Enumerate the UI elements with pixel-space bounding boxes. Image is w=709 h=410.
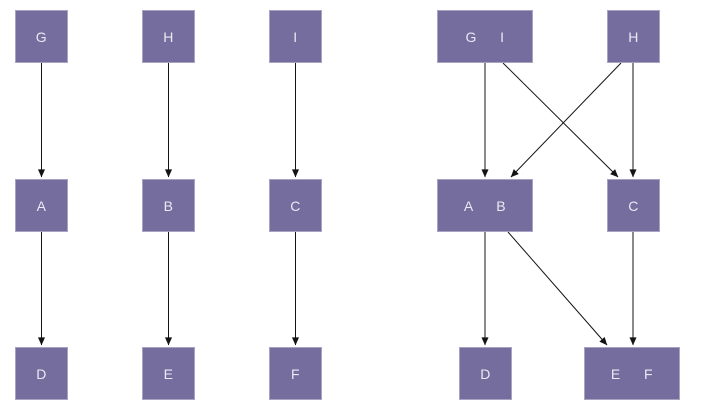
edge-right-H-to-right-AB (510, 62, 622, 178)
node-left-G: G (15, 10, 68, 63)
node-left-H: H (142, 10, 195, 63)
node-left-D: D (15, 347, 68, 400)
edge-right-AB-to-right-EF (507, 231, 608, 346)
edges-group (37, 62, 637, 346)
node-left-B: B (142, 179, 195, 232)
edge-right-GI-to-right-C (502, 62, 619, 178)
node-left-E: E (142, 347, 195, 400)
node-right-AB: A B (437, 179, 533, 232)
node-right-EF: E F (584, 347, 680, 400)
node-right-D: D (459, 347, 512, 400)
node-left-C: C (269, 179, 322, 232)
node-right-H: H (607, 10, 660, 63)
node-right-C: C (607, 179, 660, 232)
node-right-GI: G I (437, 10, 533, 63)
node-left-A: A (15, 179, 68, 232)
node-left-F: F (269, 347, 322, 400)
node-left-I: I (269, 10, 322, 63)
